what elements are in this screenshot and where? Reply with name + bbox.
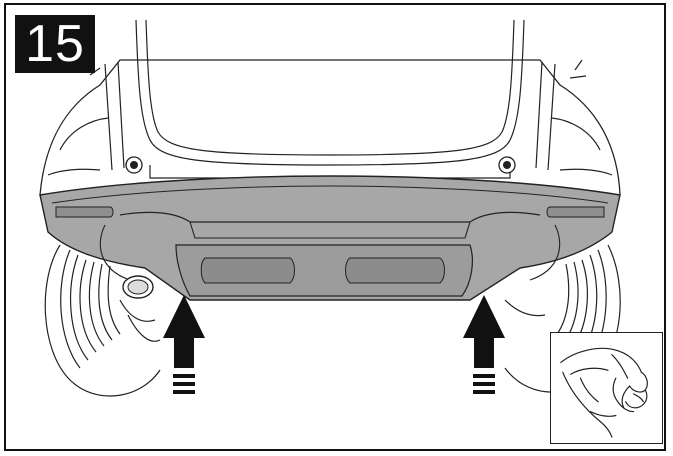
exhaust-pipe [122,275,154,299]
step-number-badge: 15 [15,15,95,73]
bolt-right [498,156,516,174]
hand-icon [560,347,648,438]
arrow-up-left [163,295,205,394]
left-tyre [44,244,161,397]
hand-detail-inset [550,332,663,444]
arrow-up-right [463,295,505,394]
bolt-left [125,156,143,174]
rear-bumper [39,175,621,301]
vehicle-body [39,59,621,196]
